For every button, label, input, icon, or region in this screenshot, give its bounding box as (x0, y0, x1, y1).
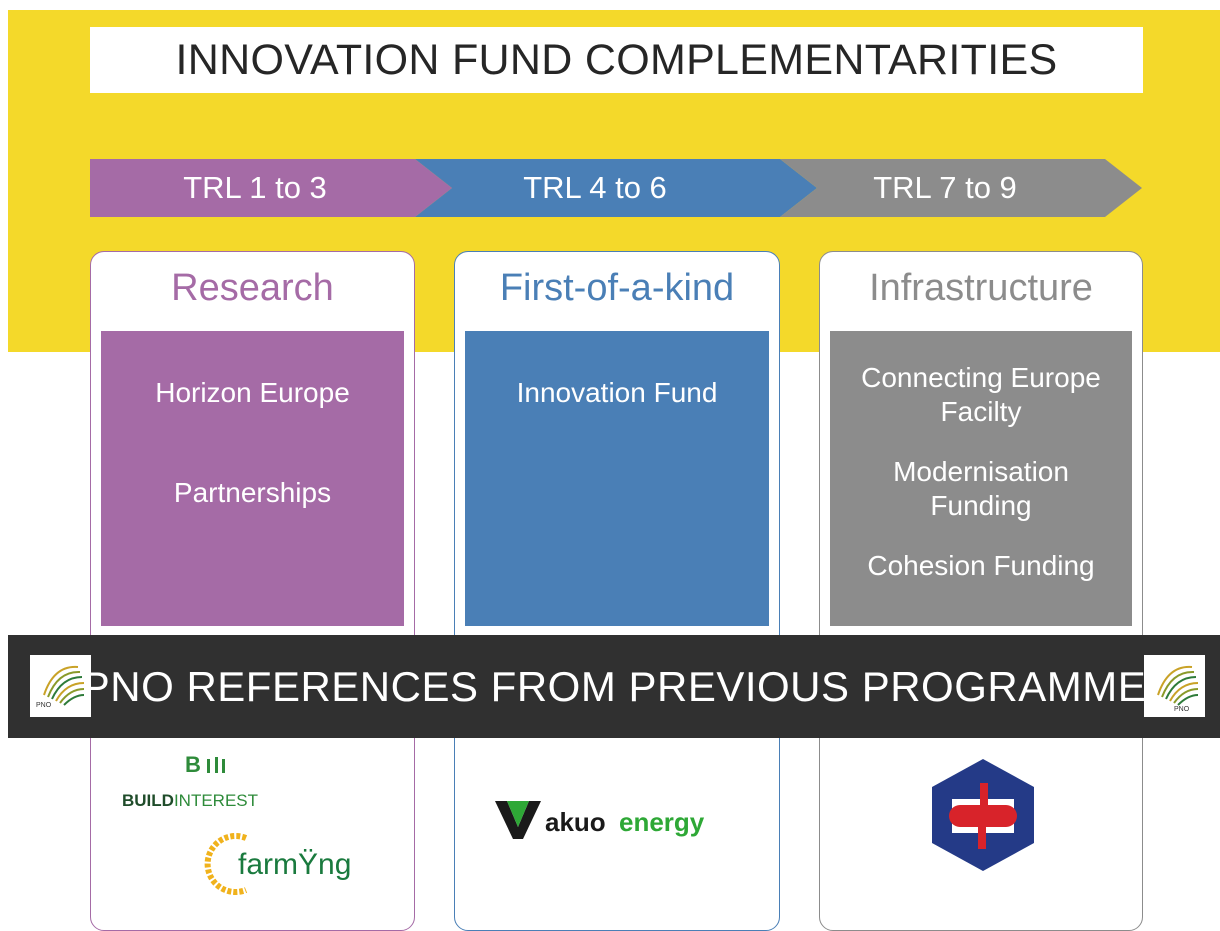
pno-logo-text: PNO (36, 702, 52, 709)
trl-label-1: TRL 1 to 3 (183, 170, 327, 205)
column-heading-research: Research (171, 266, 334, 309)
akuoenergy-logo: akuo energy (493, 795, 763, 845)
trl-label-3: TRL 7 to 9 (873, 170, 1017, 205)
bars-icon (207, 757, 226, 773)
buildinterest-mark: B (185, 752, 235, 778)
research-panel: Horizon Europe Partnerships (101, 331, 404, 626)
trl-label-2: TRL 4 to 6 (523, 170, 667, 205)
page-title: INNOVATION FUND COMPLEMENTARITIES (175, 35, 1058, 84)
column-heading-first-of-a-kind: First-of-a-kind (499, 266, 735, 309)
farmyng-logo: farmŸng (200, 828, 400, 898)
buildinterest-rest: INTEREST (173, 791, 259, 810)
infrastructure-panel: Connecting Europe Facilty Modernisation … (830, 331, 1132, 626)
trl-arrow-1 (90, 159, 452, 217)
panel-item: Innovation Fund (516, 377, 718, 408)
farmyng-c-icon (204, 833, 248, 895)
trl-arrow-2 (415, 159, 817, 217)
buildinterest-bold: BUILD (122, 791, 174, 810)
references-banner: PNO REFERENCES FROM PREVIOUS PROGRAMME (8, 635, 1220, 738)
panel-item: Cohesion Funding (867, 550, 1095, 581)
trl-arrow-3 (780, 159, 1142, 217)
buildinterest-mark-letter: B (185, 752, 201, 777)
panel-item: Horizon Europe (155, 377, 350, 408)
pno-logo-text: PNO (1174, 706, 1190, 713)
pno-logo-right: PNO (1144, 655, 1205, 717)
title-box: INNOVATION FUND COMPLEMENTARITIES (90, 27, 1143, 93)
banner-text: PNO REFERENCES FROM PREVIOUS PROGRAMME (81, 662, 1147, 710)
akuo-v-icon (495, 801, 541, 839)
farmyng-text: farmŸng (238, 848, 352, 881)
pno-logo-left: PNO (30, 655, 91, 717)
panel-item: Partnerships (173, 477, 332, 508)
panel-item: Connecting Europe Facilty (861, 362, 1101, 427)
energy-text: energy (619, 807, 705, 837)
first-of-a-kind-panel: Innovation Fund (465, 331, 769, 626)
buildinterest-logo: BUILDINTEREST (122, 791, 258, 811)
hexagon-company-logo (932, 759, 1034, 871)
panel-item: Modernisation Funding (893, 456, 1069, 521)
akuo-text: akuo (545, 807, 606, 837)
column-heading-infrastructure: Infrastructure (869, 266, 1093, 309)
